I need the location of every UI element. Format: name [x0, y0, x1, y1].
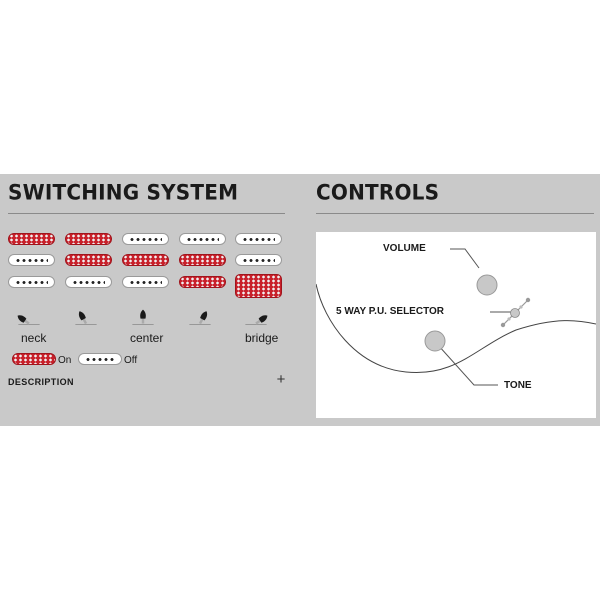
volume-label: VOLUME — [383, 243, 426, 254]
pickup-middle-pos4-icon — [179, 254, 226, 266]
position-label-bridge: bridge — [245, 331, 279, 345]
pickup-middle-pos3-icon — [122, 254, 169, 266]
switch-lever-pos3-icon — [132, 309, 154, 325]
pickup-middle-pos5-icon — [235, 254, 282, 266]
pickup-bridge-pos1-icon — [8, 276, 55, 288]
pickup-neck-pos1-icon — [8, 233, 55, 245]
pickup-neck-pos3-icon — [122, 233, 169, 245]
legend-off-label: Off — [124, 355, 138, 366]
controls-diagram: VOLUME 5 WAY P.U. SELECTOR TONE — [315, 232, 597, 418]
selector-switch-icon — [500, 297, 531, 328]
expand-description-plus-icon[interactable]: + — [276, 371, 286, 388]
selector-label: 5 WAY P.U. SELECTOR — [336, 306, 445, 317]
legend-on-label: On — [58, 355, 72, 366]
tone-label: TONE — [504, 380, 532, 391]
guitar-body-outline — [315, 283, 597, 374]
pickup-neck-pos5-icon — [235, 233, 282, 245]
guitar-body-svg — [315, 248, 597, 386]
position-label-neck: neck — [21, 331, 47, 345]
pickup-bridge-pos4-icon — [179, 276, 226, 288]
pickup-bridge-pos2-icon — [65, 276, 112, 288]
pickup-middle-pos2-icon — [65, 254, 112, 266]
pickup-bridge-pos5-icon — [235, 274, 282, 298]
pickup-neck-pos2-icon — [65, 233, 112, 245]
switching-title-divider — [8, 213, 285, 214]
switch-lever-pos1-icon — [17, 315, 40, 325]
pickup-combination-grid — [0, 0, 300, 426]
legend-on-pickup-icon — [12, 353, 56, 365]
switching-system-title: SWITCHING SYSTEM — [8, 179, 239, 205]
volume-leader-line — [450, 248, 480, 269]
controls-title: CONTROLS — [316, 179, 440, 205]
controls-title-divider — [316, 213, 594, 214]
pickup-bridge-pos3-icon — [122, 276, 169, 288]
pickup-neck-pos4-icon — [179, 233, 226, 245]
pickup-middle-pos1-icon — [8, 254, 55, 266]
legend-off-pickup-icon — [78, 353, 122, 365]
switch-lever-pos5-icon — [245, 315, 268, 325]
position-label-center: center — [130, 331, 164, 345]
tone-leader-line — [437, 344, 498, 386]
description-label[interactable]: DESCRIPTION — [8, 377, 74, 387]
tone-knob-icon — [424, 330, 446, 352]
switch-lever-pos2-icon — [75, 311, 97, 325]
volume-knob-icon — [476, 274, 498, 296]
switch-lever-pos4-icon — [189, 311, 211, 325]
